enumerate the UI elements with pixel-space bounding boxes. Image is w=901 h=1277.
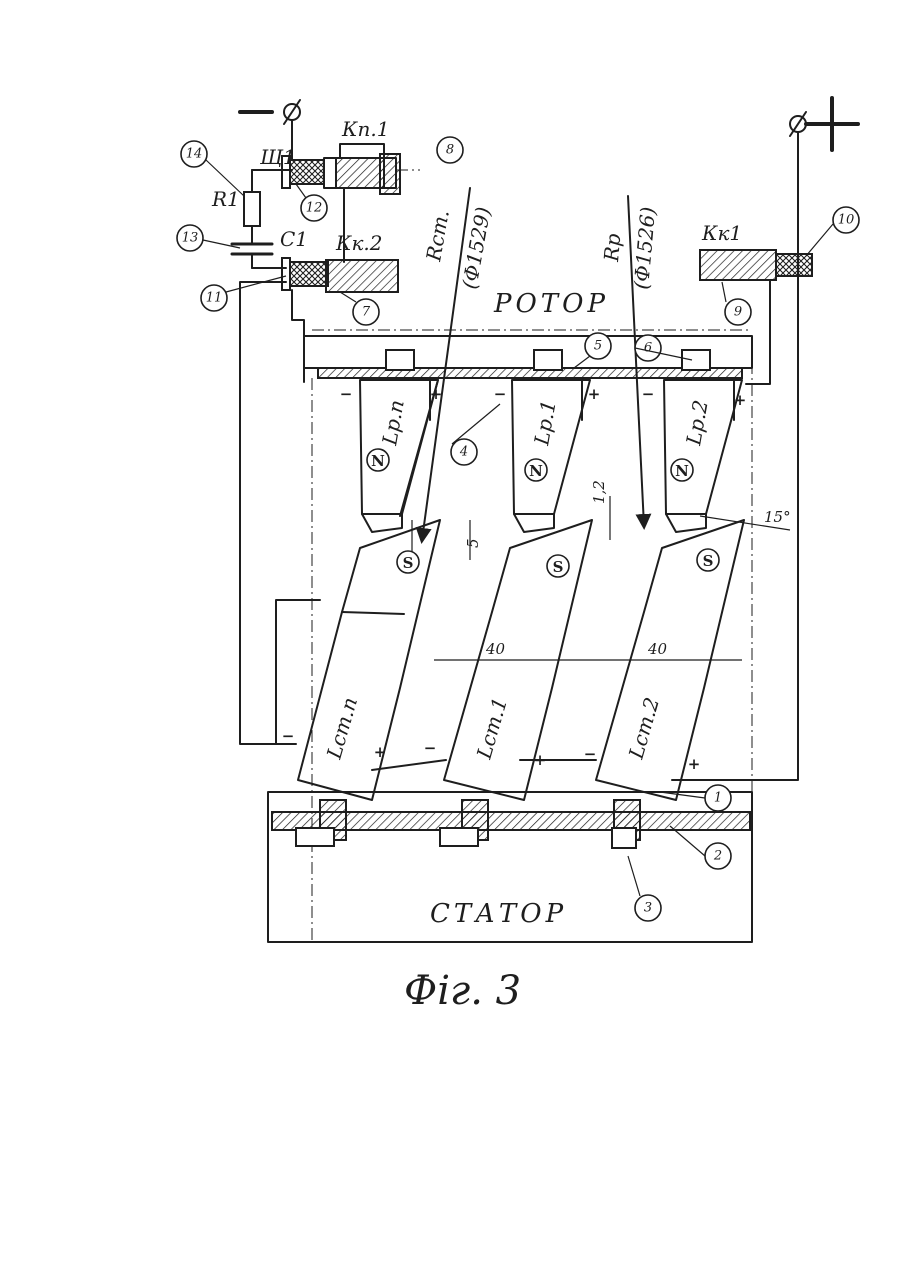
label-kk2: Кк.2: [335, 231, 383, 255]
svg-text:4: 4: [459, 445, 468, 460]
label-lrp: Lр.п: [377, 398, 409, 448]
svg-text:−: −: [494, 385, 507, 403]
svg-text:+: +: [588, 385, 601, 403]
svg-text:N: N: [675, 462, 689, 480]
dim-angle: 15°: [764, 508, 791, 526]
label-d-rotor: (Φ1526): [629, 206, 660, 291]
svg-text:N: N: [371, 452, 385, 470]
svg-text:−: −: [340, 385, 353, 403]
dim-pitch-1: 40: [485, 640, 506, 658]
ring-kp1: [324, 144, 420, 194]
label-lcp: Lст.п: [321, 695, 362, 763]
dim-pitch-2: 40: [647, 640, 668, 658]
svg-text:13: 13: [182, 231, 199, 246]
svg-text:S: S: [553, 558, 564, 576]
svg-text:−: −: [282, 727, 295, 745]
label-rotor: РОТОР: [493, 289, 609, 319]
svg-text:+: +: [430, 385, 443, 403]
svg-text:5: 5: [594, 339, 602, 354]
label-d-stator: (Φ1529): [457, 205, 495, 291]
plus-terminal: [790, 98, 858, 750]
capacitor-c1: [232, 244, 286, 268]
dim-gap-5: 5: [464, 538, 482, 548]
figure-caption: Фіг. 3: [404, 968, 521, 1014]
svg-text:3: 3: [644, 901, 652, 916]
label-brush: Щ1: [259, 145, 296, 169]
stator-links: [372, 760, 596, 770]
ring-kk1: [700, 250, 812, 280]
label-r1: R1: [211, 187, 240, 211]
label-kk1: Кк1: [701, 221, 742, 245]
svg-text:14: 14: [186, 147, 203, 162]
svg-text:12: 12: [306, 201, 323, 216]
label-r-stator: Rст.: [421, 208, 454, 264]
svg-text:2: 2: [713, 849, 722, 864]
label-kp1: Кп.1: [341, 117, 389, 141]
svg-text:−: −: [642, 385, 655, 403]
label-lc1: Lст.1: [471, 695, 512, 763]
svg-text:11: 11: [206, 291, 223, 306]
ring-kk2: [282, 258, 398, 292]
label-lc2: Lст.2: [623, 695, 664, 763]
svg-text:+: +: [734, 391, 747, 409]
label-lr2: Lр.2: [681, 398, 713, 448]
svg-text:10: 10: [838, 213, 855, 228]
svg-text:6: 6: [644, 341, 652, 356]
svg-text:S: S: [703, 552, 714, 570]
svg-text:−: −: [584, 745, 597, 763]
label-c1: C1: [280, 227, 308, 251]
svg-text:1: 1: [714, 791, 722, 806]
label-stator: СТАТОР: [430, 899, 567, 929]
stator-coil-n: [296, 520, 440, 846]
svg-text:+: +: [534, 751, 547, 769]
wire-rotor-left: [292, 290, 304, 382]
svg-text:N: N: [529, 462, 543, 480]
svg-text:+: +: [688, 755, 701, 773]
wire-minus: [240, 282, 296, 744]
svg-text:7: 7: [362, 305, 371, 320]
svg-text:8: 8: [446, 143, 454, 158]
svg-text:+: +: [374, 743, 387, 761]
svg-text:−: −: [424, 739, 437, 757]
svg-text:9: 9: [734, 305, 742, 320]
label-lr1: Lр.1: [529, 398, 561, 448]
dim-gap-12: 1,2: [590, 480, 608, 504]
label-r-rotor: Rр: [599, 232, 625, 263]
svg-text:S: S: [403, 554, 414, 572]
